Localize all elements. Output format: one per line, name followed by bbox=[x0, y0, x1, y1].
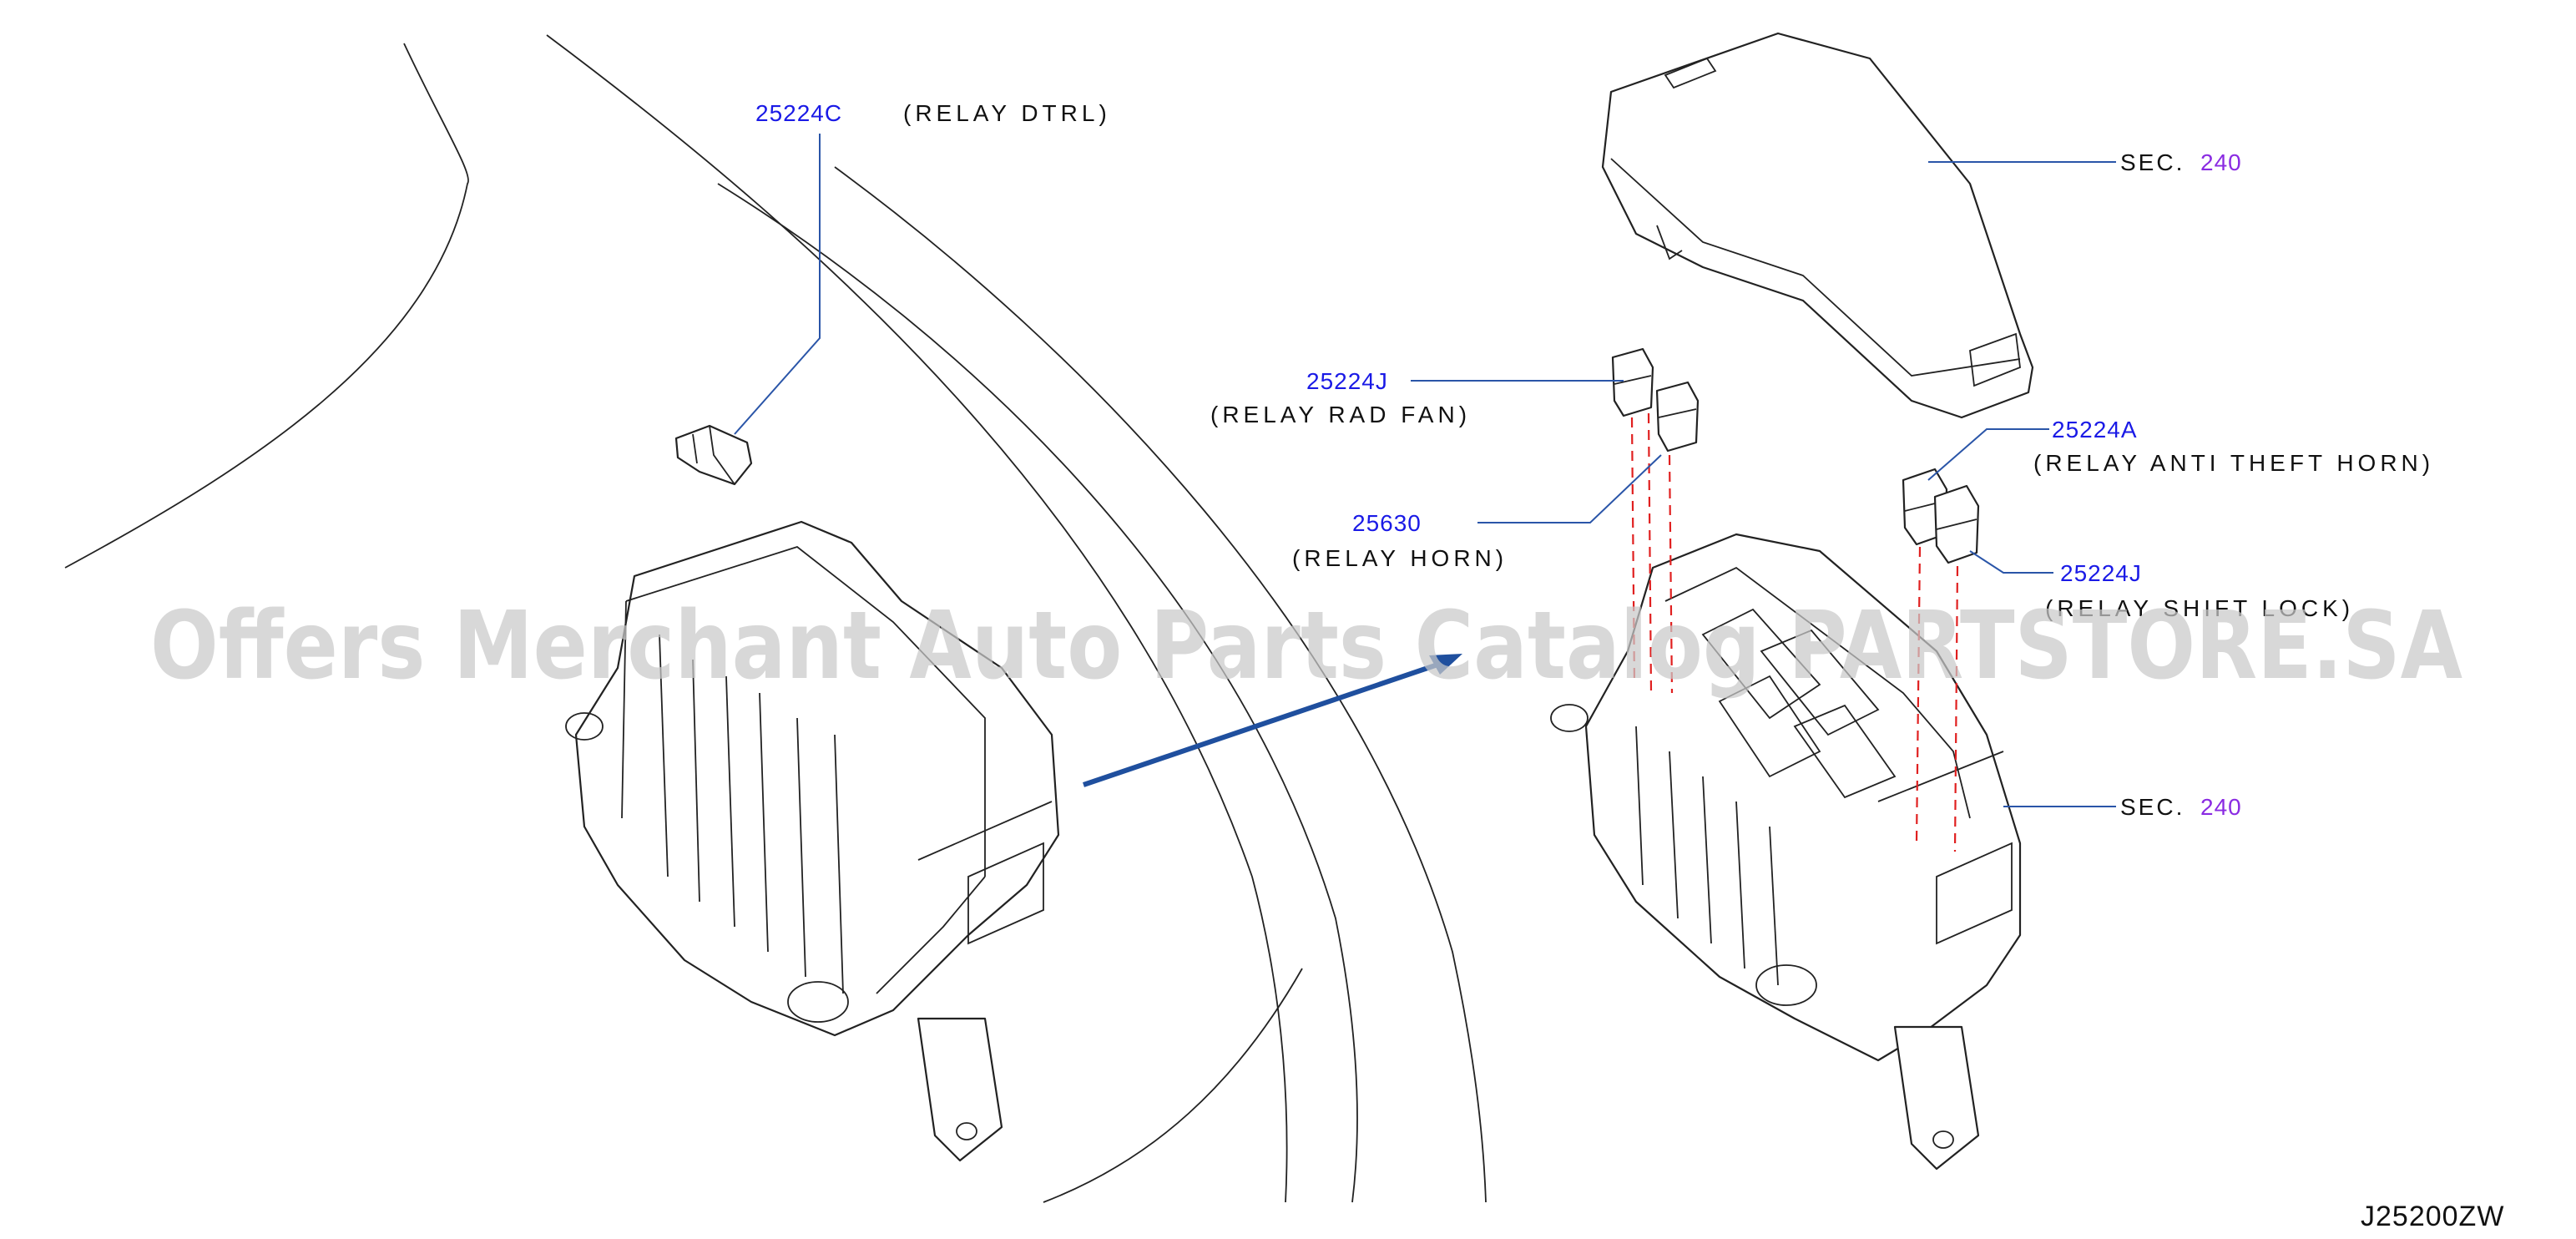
section-number-link[interactable]: 240 bbox=[2200, 149, 2242, 175]
callout-relay-dtrl: 25224C (RELAY DTRL) bbox=[755, 100, 1111, 126]
section-ref-box: SEC. 240 bbox=[2120, 794, 2242, 820]
relay-rad-fan-part bbox=[1611, 347, 1654, 417]
fuse-box-cover bbox=[1601, 32, 2034, 419]
relay-rad-fan-label: (RELAY RAD FAN) bbox=[1210, 402, 1471, 427]
part-number-25224j-rad-fan[interactable]: 25224J bbox=[1306, 368, 1388, 394]
section-ref-cover: SEC. 240 bbox=[2120, 149, 2242, 175]
leader-lines bbox=[734, 134, 2116, 807]
relay-horn-label: (RELAY HORN) bbox=[1292, 545, 1508, 571]
section-label: SEC. bbox=[2120, 794, 2185, 820]
installation-guides bbox=[1630, 412, 1959, 852]
diagram-code: J25200ZW bbox=[2361, 1201, 2504, 1232]
callout-relay-rad-fan: 25224J (RELAY RAD FAN) bbox=[1210, 368, 1471, 427]
relay-dtrl-label: (RELAY DTRL) bbox=[903, 100, 1111, 126]
fuse-box-assembly-right bbox=[1550, 533, 2022, 1171]
relay-horn-part bbox=[1655, 381, 1700, 453]
section-label: SEC. bbox=[2120, 149, 2185, 175]
callout-relay-anti-theft-horn: 25224A (RELAY ANTI THEFT HORN) bbox=[2033, 417, 2434, 476]
assembly-arrow bbox=[1083, 654, 1462, 787]
part-number-25224a[interactable]: 25224A bbox=[2052, 417, 2138, 442]
section-number-link[interactable]: 240 bbox=[2200, 794, 2242, 820]
callout-relay-shift-lock: 25224J (RELAY SHIFT LOCK) bbox=[2045, 560, 2354, 621]
watermark-text: Offers Merchant Auto Parts Catalog PARTS… bbox=[150, 592, 2462, 700]
part-number-25630[interactable]: 25630 bbox=[1352, 510, 1422, 536]
relay-shift-lock-part bbox=[1933, 484, 1980, 564]
part-number-25224c[interactable]: 25224C bbox=[755, 100, 842, 126]
part-number-25224j-shift-lock[interactable]: 25224J bbox=[2060, 560, 2142, 586]
callout-relay-horn: 25630 (RELAY HORN) bbox=[1292, 510, 1508, 571]
relay-dtrl-part bbox=[674, 424, 753, 486]
fuse-box-assembly-left bbox=[565, 520, 1060, 1162]
relay-anti-theft-horn-label: (RELAY ANTI THEFT HORN) bbox=[2033, 450, 2434, 476]
relay-shift-lock-label: (RELAY SHIFT LOCK) bbox=[2045, 595, 2354, 621]
